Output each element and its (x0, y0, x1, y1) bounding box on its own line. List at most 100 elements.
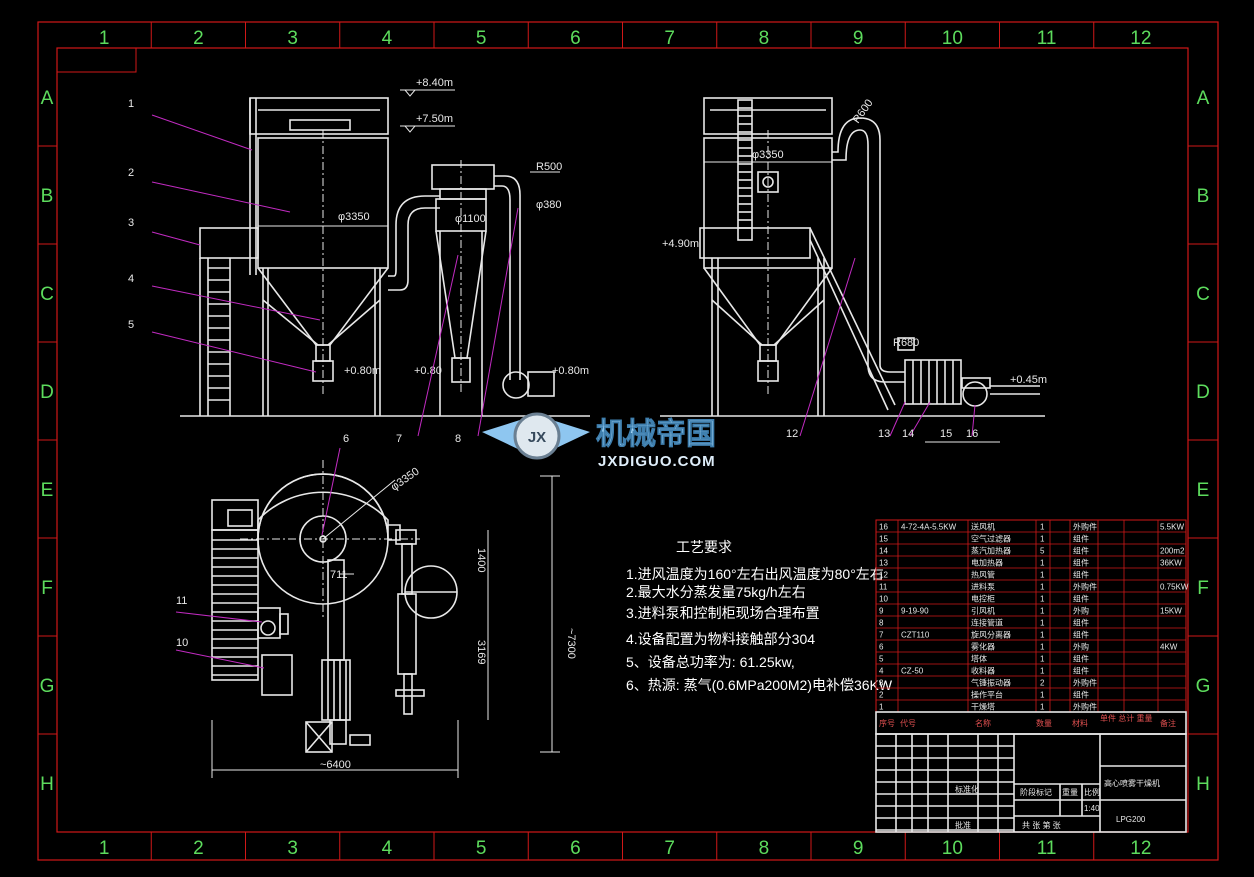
parts-cell-name: 雾化器 (971, 642, 995, 652)
parts-cell-type: 外购件 (1073, 678, 1097, 688)
leader-label: 8 (455, 433, 461, 445)
parts-cell-qty: 1 (1040, 583, 1045, 592)
row-label-right: G (1196, 676, 1211, 697)
parts-cell-note: 0.75KW (1160, 583, 1189, 592)
leader-label: 7 (396, 433, 402, 445)
parts-cell-qty: 1 (1040, 559, 1045, 568)
col-label-top: 3 (287, 28, 298, 49)
dryer-dia-dim: φ3350 (338, 211, 370, 223)
col-label-bottom: 5 (476, 838, 487, 859)
note-item: 3.进料泵和控制柜现场合理布置 (626, 605, 820, 621)
note-item: 6、热源: 蒸气(0.6MPa200M2)电补偿36KW (626, 677, 893, 693)
parts-list-header: 序号 代号 名称 数量 材料 单件 总计 重量 备注 (875, 711, 1187, 735)
parts-cell-no: 8 (879, 619, 884, 628)
plan-depth-dim: ~7300 (565, 628, 577, 659)
header-cell: 序号 (879, 718, 895, 728)
parts-cell-note: 36KW (1160, 559, 1182, 568)
parts-cell-no: 6 (879, 643, 884, 652)
row-label-left: D (40, 382, 54, 403)
parts-cell-name: 电控柜 (971, 594, 995, 604)
header-cell: 备注 (1160, 718, 1176, 728)
stage-label: 阶段标记 (1020, 787, 1052, 797)
plan-dia-dim: φ3350 (389, 465, 422, 493)
parts-cell-code: 9-19-90 (901, 607, 929, 616)
col-label-top: 7 (664, 28, 675, 49)
header-cell: 数量 (1036, 718, 1052, 728)
drawing-code: LPG200 (1116, 815, 1146, 824)
parts-cell-qty: 1 (1040, 655, 1045, 664)
parts-cell-note: 5.5KW (1160, 523, 1184, 532)
plan-width-dim: ~6400 (320, 759, 351, 771)
note-item: 5、设备总功率为: 61.25kw, (626, 654, 795, 670)
leader-label: 10 (176, 637, 188, 649)
row-label-left: F (41, 578, 53, 599)
row-label-right: D (1196, 382, 1210, 403)
corner-mark (57, 48, 137, 73)
dryer-dia-dim: φ3350 (752, 149, 784, 161)
level-label: +4.90m (662, 238, 699, 250)
parts-cell-no: 11 (879, 583, 888, 592)
parts-cell-note: 200m2 (1160, 547, 1185, 556)
row-label-left: E (41, 480, 54, 501)
note-item: 1.进风温度为160°左右出风温度为80°左右 (626, 566, 884, 582)
parts-cell-type: 组件 (1073, 570, 1089, 580)
watermark-en: JXDIGUO.COM (598, 453, 716, 470)
notes-title: 工艺要求 (676, 539, 732, 555)
col-label-top: 6 (570, 28, 581, 49)
parts-cell-name: 引风机 (971, 606, 995, 616)
parts-cell-name: 电加热器 (971, 558, 1003, 568)
cyclone-dia-dim: φ1100 (455, 213, 486, 225)
duct-dia-dim: φ380 (536, 199, 562, 211)
parts-cell-type: 组件 (1073, 618, 1089, 628)
parts-cell-type: 组件 (1073, 690, 1089, 700)
parts-cell-qty: 1 (1040, 523, 1045, 532)
scale-value: 1:40 (1084, 804, 1100, 813)
row-label-right: A (1197, 88, 1210, 109)
leader-label: 16 (966, 428, 978, 440)
parts-cell-no: 5 (879, 655, 884, 664)
sheet-label: 共 张 第 张 (1022, 820, 1061, 830)
level-label: +7.50m (416, 113, 453, 125)
col-label-bottom: 1 (99, 838, 110, 859)
drawing-name: 高心喷雾干燥机 (1104, 778, 1160, 788)
parts-cell-name: 热风管 (971, 570, 995, 580)
parts-cell-type: 组件 (1073, 594, 1089, 604)
plan-dim: 3169 (475, 640, 487, 664)
col-label-bottom: 2 (193, 838, 204, 859)
leader-label: 1 (128, 98, 134, 110)
parts-cell-no: 3 (879, 679, 884, 688)
row-label-left: A (41, 88, 54, 109)
parts-cell-type: 组件 (1073, 630, 1089, 640)
parts-cell-code: 4-72-4A-5.5KW (901, 523, 957, 532)
parts-cell-qty: 1 (1040, 535, 1045, 544)
weight-label: 重量 (1062, 787, 1078, 797)
note-item: 2.最大水分蒸发量75kg/h左右 (626, 584, 806, 600)
parts-cell-name: 空气过滤器 (971, 534, 1011, 544)
parts-cell-qty: 2 (1040, 679, 1045, 688)
watermark-cn: 机械帝国 (596, 417, 716, 451)
plan-dim: 1400 (475, 548, 487, 572)
col-label-bottom: 9 (853, 838, 864, 859)
parts-cell-no: 9 (879, 607, 884, 616)
parts-cell-no: 12 (879, 571, 888, 580)
parts-cell-no: 15 (879, 535, 888, 544)
level-label: +0.45m (1010, 374, 1047, 386)
row-label-left: G (40, 676, 55, 697)
parts-cell-no: 13 (879, 559, 888, 568)
row-label-left: B (41, 186, 54, 207)
col-label-top: 12 (1130, 28, 1151, 49)
parts-cell-no: 16 (879, 523, 888, 532)
parts-cell-type: 组件 (1073, 558, 1089, 568)
col-label-bottom: 8 (759, 838, 770, 859)
parts-cell-type: 外购件 (1073, 522, 1097, 532)
row-label-left: H (40, 774, 54, 795)
col-label-top: 5 (476, 28, 487, 49)
col-label-bottom: 11 (1037, 838, 1057, 859)
col-label-top: 2 (193, 28, 204, 49)
col-label-bottom: 7 (664, 838, 675, 859)
approve-label: 批准 (955, 820, 971, 830)
parts-cell-type: 组件 (1073, 666, 1089, 676)
parts-cell-name: 进料泵 (971, 582, 995, 592)
parts-cell-type: 外购 (1073, 606, 1089, 616)
